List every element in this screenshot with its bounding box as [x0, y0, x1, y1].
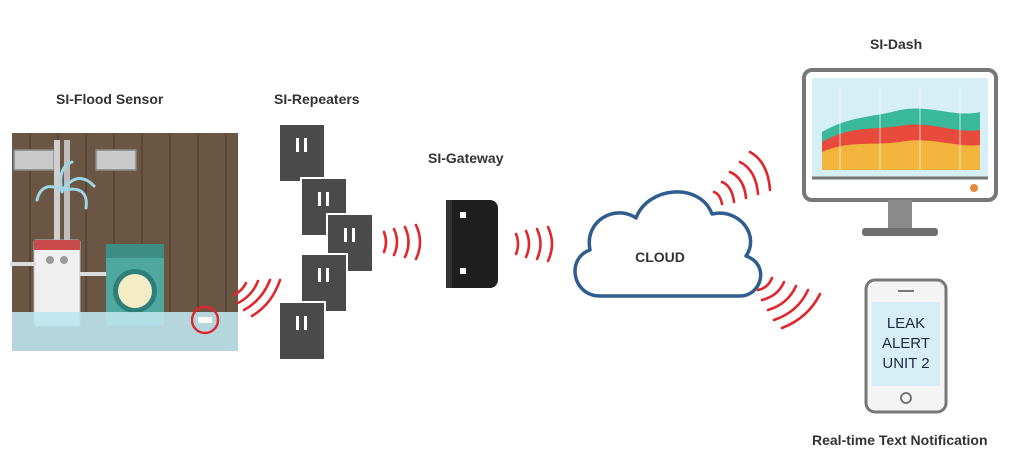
cloud-icon: CLOUD	[573, 190, 763, 298]
plug-repeater-icon	[278, 123, 374, 361]
dash-label: SI-Dash	[870, 36, 923, 52]
phone-line-2: ALERT	[882, 335, 930, 352]
cloud-label: CLOUD	[635, 249, 685, 265]
sensor-label: SI-Flood Sensor	[56, 91, 164, 107]
wireless-signal-icon	[514, 225, 554, 263]
flooded-laundry-room-icon	[10, 133, 238, 351]
phone-line-3: UNIT 2	[882, 355, 929, 372]
wireless-signal-icon	[382, 223, 422, 261]
smartphone-icon: LEAK ALERT UNIT 2	[864, 278, 948, 414]
wireless-signal-icon	[232, 278, 282, 318]
wireless-signal-icon	[756, 276, 822, 330]
gateway-label: SI-Gateway	[428, 150, 504, 166]
monitor-icon	[802, 68, 998, 236]
phone-line-1: LEAK	[887, 315, 925, 332]
repeaters-label: SI-Repeaters	[274, 91, 360, 107]
gateway-device-icon	[446, 200, 498, 288]
wireless-signal-icon	[712, 150, 772, 206]
notification-label: Real-time Text Notification	[812, 432, 988, 448]
